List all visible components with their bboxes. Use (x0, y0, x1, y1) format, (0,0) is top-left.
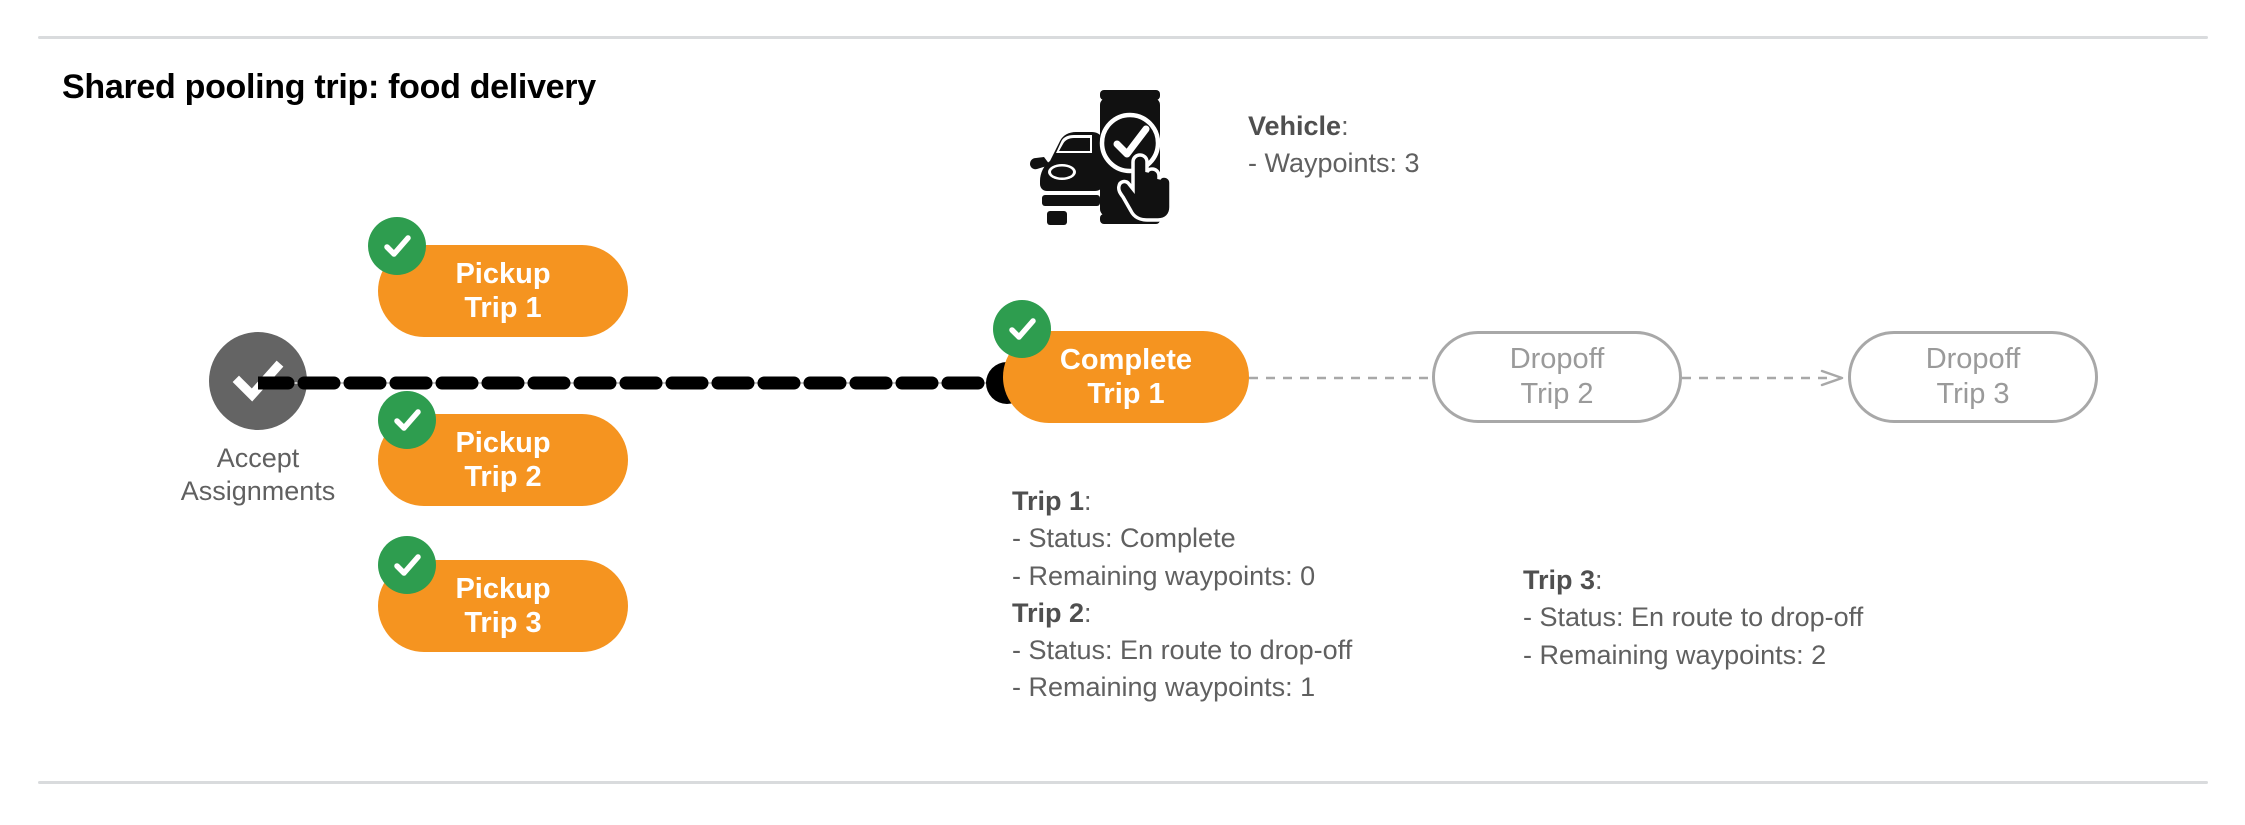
car-phone-check-icon (1030, 90, 1173, 225)
trip-1-2-details-block: Trip 1: - Status: Complete - Remaining w… (1012, 483, 1352, 707)
check-badge-icon-complete-1 (993, 300, 1051, 358)
complete-trip-1-node[interactable]: Complete Trip 1 (1003, 331, 1249, 423)
accept-to-complete-connector (258, 376, 1003, 390)
trip-3-heading-suffix: : (1595, 565, 1603, 595)
trip-3-remaining-waypoints: - Remaining waypoints: 2 (1523, 639, 1827, 670)
check-badge-icon-pickup-1 (368, 217, 426, 275)
complete-to-dropoff2-arrow (1249, 376, 1432, 380)
vehicle-info-heading: Vehicle (1248, 111, 1342, 141)
dropoff-trip-3-node[interactable]: Dropoff Trip 3 (1848, 331, 2098, 423)
top-divider (38, 36, 2208, 39)
dropoff-trip-3-line2: Trip 3 (1936, 378, 2010, 410)
dropoff-trip-3-line1: Dropoff (1925, 343, 2021, 376)
vehicle-info-block: Vehicle: - Waypoints: 3 (1248, 108, 1420, 183)
dropoff-trip-2-node[interactable]: Dropoff Trip 2 (1432, 331, 1682, 423)
vehicle-info-heading-row: Vehicle: (1248, 108, 1420, 145)
dropoff-trip-2-line1: Dropoff (1509, 343, 1605, 376)
trip-3-heading-row: Trip 3: (1523, 562, 1863, 599)
trip-3-details-block: Trip 3: - Status: En route to drop-off -… (1523, 562, 1863, 674)
check-badge-icon-pickup-2 (378, 391, 436, 449)
vehicle-info-waypoints: - Waypoints: 3 (1248, 148, 1420, 179)
check-badge-icon-pickup-3 (378, 536, 436, 594)
dropoff-trip-2-line2: Trip 2 (1520, 378, 1594, 410)
trip-3-heading: Trip 3 (1523, 565, 1596, 595)
trip-2-remaining-waypoints: - Remaining waypoints: 1 (1012, 672, 1316, 703)
trip-3-status: - Status: En route to drop-off (1523, 602, 1864, 633)
trip-2-heading-row: Trip 2: (1012, 595, 1352, 632)
dropoff2-to-dropoff3-arrow (1682, 369, 1844, 387)
trip-2-heading-suffix: : (1084, 597, 1092, 628)
trip-1-heading: Trip 1 (1012, 486, 1085, 516)
accept-assignments-node[interactable]: Accept Assignments (158, 332, 358, 508)
page-title: Shared pooling trip: food delivery (62, 68, 596, 106)
complete-trip-1-line1: Complete (1059, 343, 1193, 376)
trip-1-status: - Status: Complete (1012, 523, 1236, 554)
trip-2-heading: Trip 2 (1012, 597, 1085, 628)
accept-assignments-label-line2: Assignments (180, 475, 336, 506)
pickup-trip-3-line1: Pickup (455, 572, 551, 605)
trip-1-remaining-waypoints: - Remaining waypoints: 0 (1012, 560, 1316, 591)
connector-dashes (258, 376, 1003, 390)
pickup-trip-1-line1: Pickup (455, 257, 551, 290)
trip-2-status: - Status: En route to drop-off (1012, 635, 1353, 665)
vehicle-info-heading-suffix: : (1341, 111, 1349, 141)
pickup-trip-2-line1: Pickup (455, 426, 551, 459)
trip-1-heading-row: Trip 1: (1012, 483, 1352, 520)
pickup-trip-2-line2: Trip 2 (464, 461, 542, 493)
bottom-divider (38, 781, 2208, 784)
pickup-trip-3-line2: Trip 3 (464, 607, 542, 639)
complete-trip-1-line2: Trip 1 (1087, 378, 1165, 410)
accept-assignments-label-line1: Accept (216, 443, 300, 473)
trip-1-heading-suffix: : (1084, 486, 1092, 516)
pickup-trip-1-line2: Trip 1 (464, 292, 542, 324)
